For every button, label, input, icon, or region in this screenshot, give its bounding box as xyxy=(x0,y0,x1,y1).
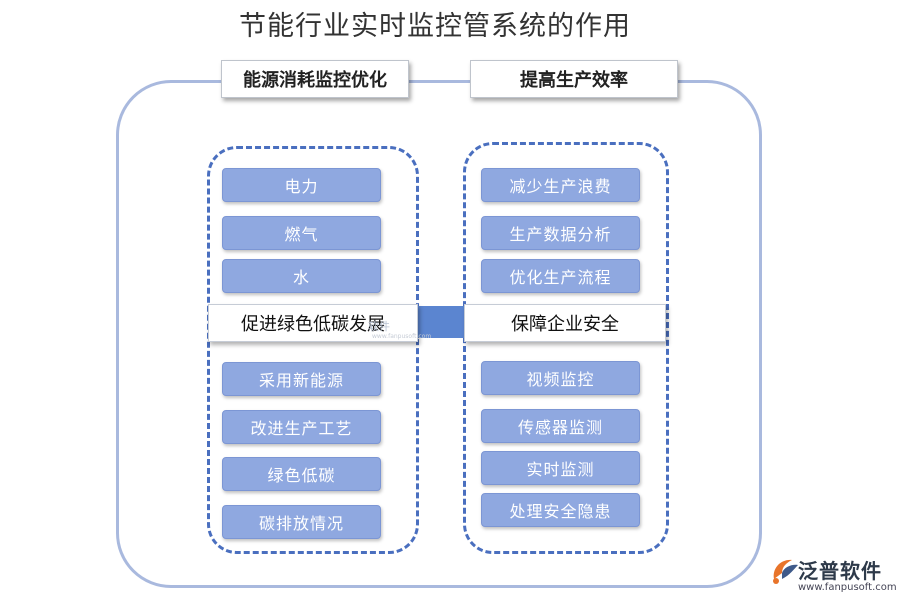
left-item-new-energy: 采用新能源 xyxy=(222,362,381,396)
right-center-label: 保障企业安全 xyxy=(464,304,666,342)
left-center-label: 促进绿色低碳发展 xyxy=(208,304,418,342)
watermark-text: 软件 xyxy=(368,320,390,333)
right-item-video: 视频监控 xyxy=(481,361,640,395)
right-panel xyxy=(463,142,669,554)
diagram-title: 节能行业实时监控管系统的作用 xyxy=(239,11,631,42)
left-item-gas: 燃气 xyxy=(222,216,381,250)
right-item-flow: 优化生产流程 xyxy=(481,259,640,293)
header-left: 能源消耗监控优化 xyxy=(221,60,409,98)
left-item-green: 绿色低碳 xyxy=(222,457,381,491)
right-item-realtime: 实时监测 xyxy=(481,451,640,485)
header-right: 提高生产效率 xyxy=(470,60,678,98)
left-item-water: 水 xyxy=(222,259,381,293)
left-item-process: 改进生产工艺 xyxy=(222,410,381,444)
left-item-power: 电力 xyxy=(222,168,381,202)
logo-name: 泛普软件 xyxy=(798,559,882,583)
watermark-url: www.fanpusoft.com xyxy=(372,333,432,340)
left-panel xyxy=(207,146,419,554)
left-item-carbon: 碳排放情况 xyxy=(222,505,381,539)
fanpu-logo-icon xyxy=(773,559,798,584)
right-item-data: 生产数据分析 xyxy=(481,216,640,250)
connector-bar xyxy=(416,306,464,338)
brand-logo: 泛普软件 www.fanpusoft.com xyxy=(768,555,897,597)
logo-url: www.fanpusoft.com xyxy=(798,582,897,593)
right-item-sensor: 传感器监测 xyxy=(481,409,640,443)
right-item-hazard: 处理安全隐患 xyxy=(481,493,640,527)
right-item-waste: 减少生产浪费 xyxy=(481,168,640,202)
